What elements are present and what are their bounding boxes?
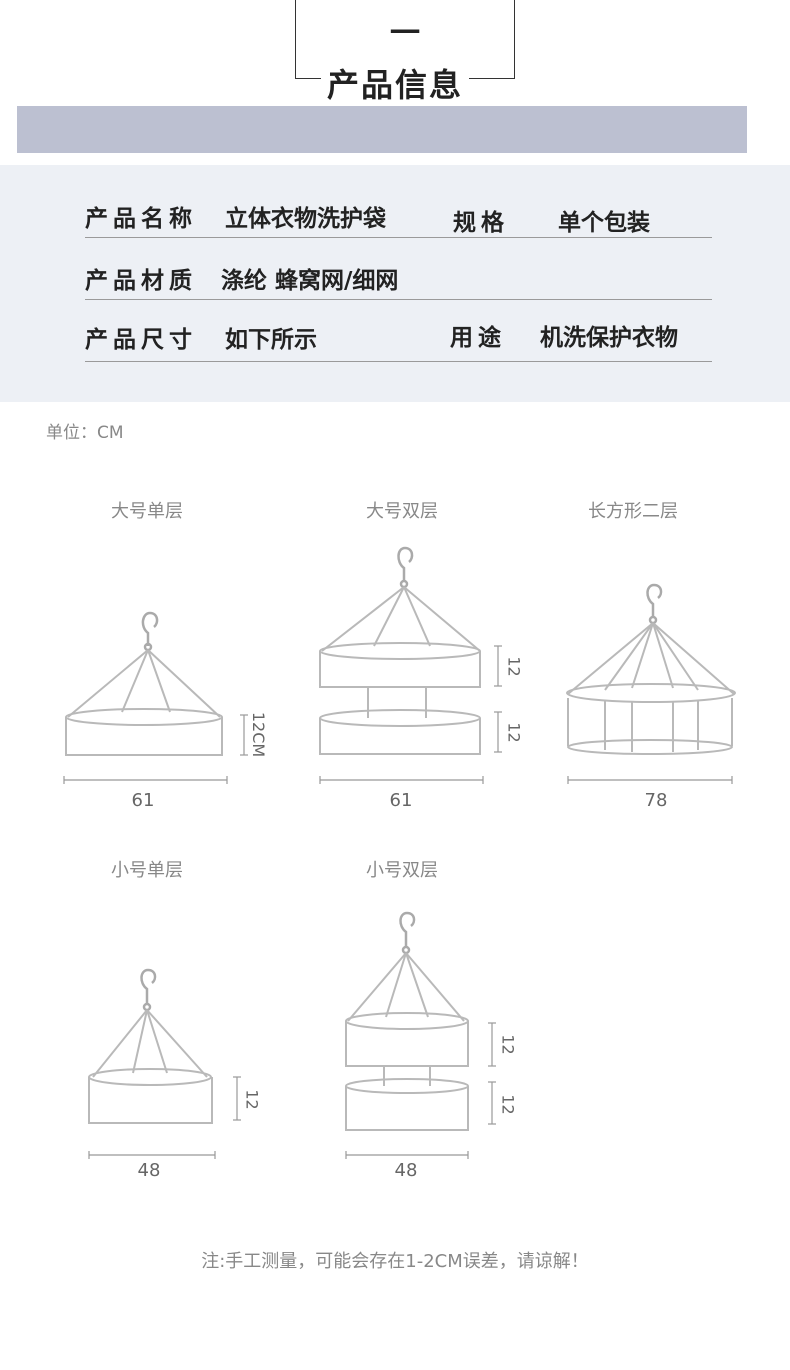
- small-single-diagram: [88, 968, 241, 1159]
- model-name: 长方形二层: [588, 501, 678, 522]
- unit-label: 单位：CM: [46, 423, 124, 443]
- width-label: 48: [137, 1160, 161, 1181]
- height-label: 12: [242, 1089, 262, 1110]
- section-title: 产品信息: [0, 60, 790, 106]
- header-band: [17, 106, 747, 153]
- section-title-text: 产品信息: [320, 66, 469, 104]
- size-value: 如下所示: [225, 327, 317, 353]
- lower-height-label: 12: [504, 722, 524, 743]
- name-value: 立体衣物洗护袋: [225, 206, 386, 232]
- width-label: 61: [389, 790, 413, 811]
- rectangle-double-diagram: [566, 583, 736, 784]
- upper-height-label: 12: [498, 1034, 518, 1055]
- upper-height-label: 12: [504, 656, 524, 677]
- info-row-size: 产品尺寸 如下所示 用途 机洗保护衣物: [85, 299, 712, 362]
- spec-label: 规格: [453, 210, 509, 236]
- material-value: 涤纶 蜂窝网/细网: [221, 268, 399, 294]
- use-value: 机洗保护衣物: [540, 325, 678, 351]
- large-double-diagram: [319, 546, 502, 784]
- model-name: 小号双层: [366, 860, 438, 881]
- small-double-diagram: [345, 911, 496, 1159]
- info-row-name: 产品名称 立体衣物洗护袋 规格 单个包装: [85, 187, 712, 238]
- info-row-material: 产品材质 涤纶 蜂窝网/细网: [85, 237, 712, 300]
- width-label: 61: [131, 790, 155, 811]
- use-label: 用途: [450, 325, 506, 351]
- large-single-diagram: [63, 611, 248, 784]
- model-name: 大号单层: [111, 501, 183, 522]
- height-label: 12CM: [249, 711, 269, 758]
- lower-height-label: 12: [498, 1094, 518, 1115]
- header-box: 一: [295, 0, 515, 79]
- width-label: 48: [394, 1160, 418, 1181]
- model-name: 大号双层: [366, 501, 438, 522]
- name-label: 产品名称: [85, 206, 197, 232]
- product-info-panel: 产品名称 立体衣物洗护袋 规格 单个包装 产品材质 涤纶 蜂窝网/细网 产品尺寸…: [0, 165, 790, 402]
- width-label: 78: [644, 790, 668, 811]
- section-number: 一: [390, 16, 420, 51]
- spec-value: 单个包装: [558, 210, 650, 236]
- model-name: 小号单层: [111, 860, 183, 881]
- measurement-note: 注:手工测量，可能会存在1-2CM误差，请谅解！: [201, 1251, 589, 1272]
- size-label: 产品尺寸: [85, 327, 197, 353]
- material-label: 产品材质: [85, 268, 197, 294]
